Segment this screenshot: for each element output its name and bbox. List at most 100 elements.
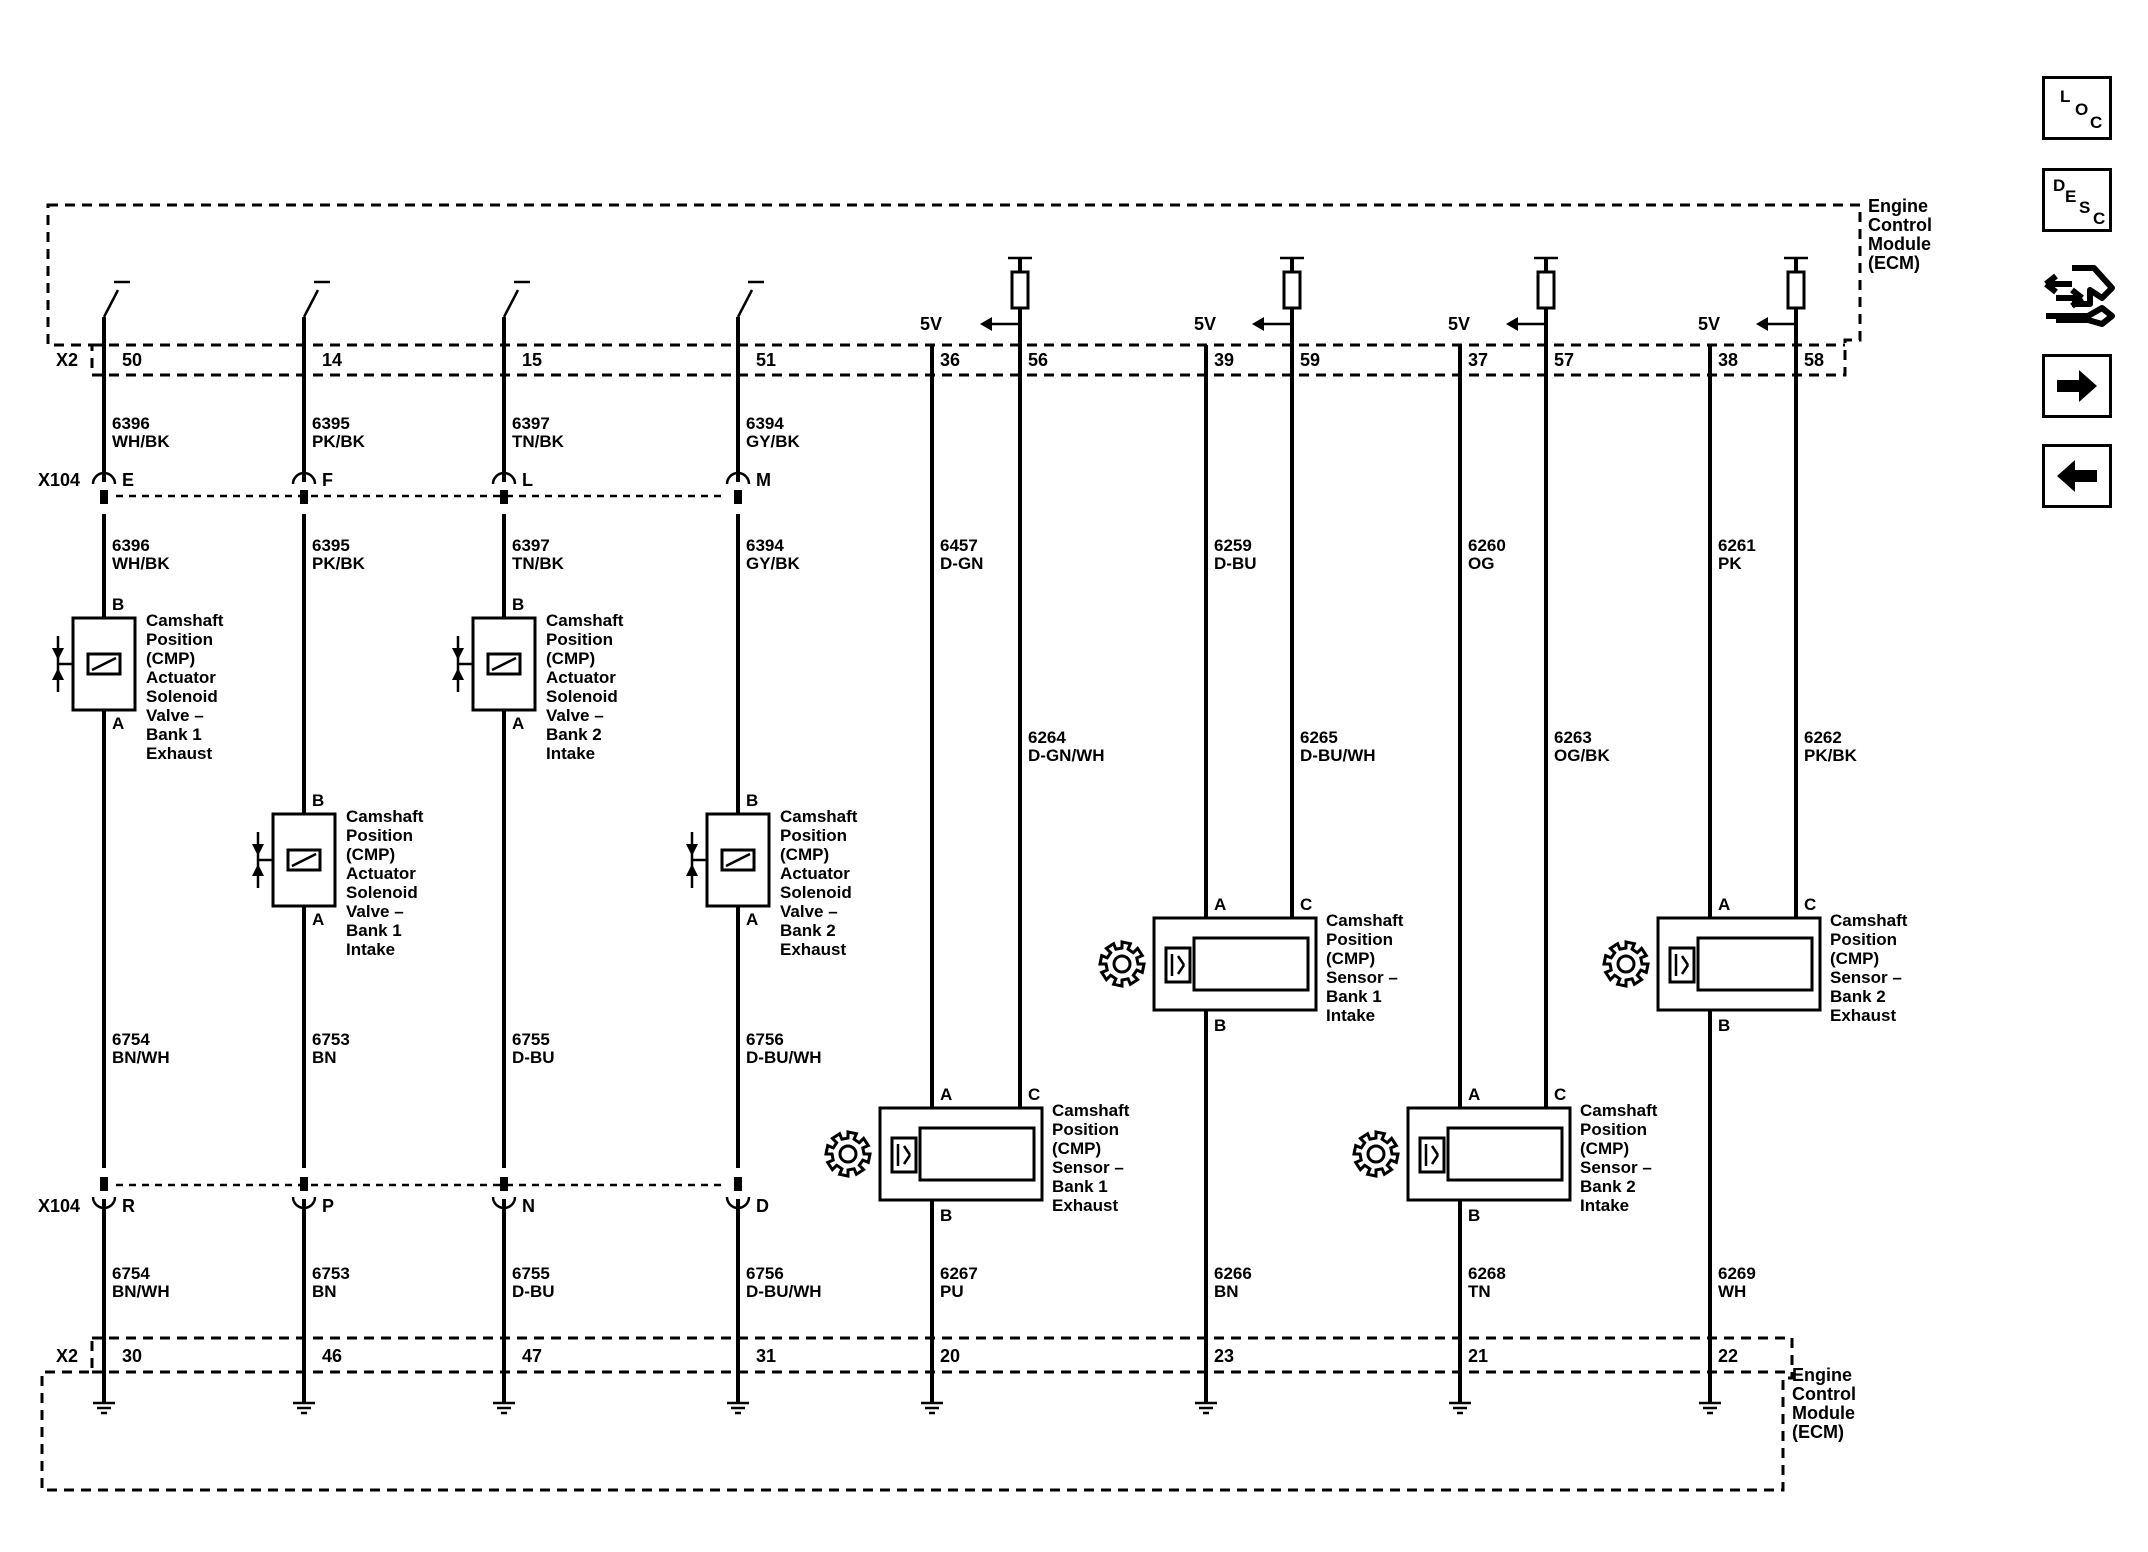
lower-wire-color: BN [312, 1048, 337, 1067]
previous-button[interactable] [2042, 444, 2112, 508]
ecm-bottom-pin-label: 46 [322, 1346, 342, 1366]
solenoid-label-line-6: Valve – [780, 902, 838, 921]
terminal-a-label: A [1214, 895, 1226, 914]
terminal-a-label: A [312, 910, 324, 929]
reference-pin-label: 36 [940, 350, 960, 370]
low-wire-color: TN [1468, 1282, 1491, 1301]
solenoid-label-line-8: Exhaust [780, 940, 846, 959]
switch-contact [302, 289, 320, 318]
x104-top-pin-label: L [522, 470, 533, 490]
solenoid-label-line-8: Intake [546, 744, 595, 763]
loc-button[interactable]: L O C [2042, 76, 2112, 140]
solenoid-label-line-5: Solenoid [546, 687, 618, 706]
upper-wire-color: WH/BK [112, 432, 170, 451]
previous-arrow-icon [2057, 460, 2097, 492]
solenoid-label-line-4: Actuator [146, 668, 216, 687]
ecm-bottom-pin-label: 20 [940, 1346, 960, 1366]
next-button[interactable] [2042, 354, 2112, 418]
lower-wire-number-2: 6755 [512, 1264, 550, 1283]
terminal-b-label: B [312, 791, 324, 810]
x104-bottom-terminal [91, 1177, 117, 1210]
low-wire-number: 6266 [1214, 1264, 1252, 1283]
ecm-top-boundary [46, 203, 1862, 377]
lower-wire-color-2: D-BU/WH [746, 1282, 822, 1301]
switch-contact [502, 289, 520, 318]
sensor-label-line-4: Sensor – [1580, 1158, 1652, 1177]
signal-wire-number: 6263 [1554, 728, 1592, 747]
sensor-label-line-6: Intake [1326, 1006, 1375, 1025]
solenoid-label-line-2: Position [346, 826, 413, 845]
terminal-b-label: B [512, 595, 524, 614]
upper-wire-color: GY/BK [746, 432, 801, 451]
ground-symbol [921, 1385, 943, 1415]
reluctor-gear-icon [824, 1130, 872, 1178]
low-wire-color: BN [1214, 1282, 1239, 1301]
pullup-resistor [1536, 270, 1556, 310]
reference-pin-label: 38 [1718, 350, 1738, 370]
upper-wire-color-2: PK/BK [312, 554, 366, 573]
upper-wire-number-2: 6394 [746, 536, 784, 555]
loc-icon-letter-l: L [2060, 87, 2071, 106]
ground-symbol [1195, 1385, 1217, 1415]
upper-wire-color-2: GY/BK [746, 554, 801, 573]
upper-wire-number: 6396 [112, 414, 150, 433]
x104-bottom-terminal [491, 1177, 517, 1210]
connector-x2-top: X2 [56, 350, 78, 370]
x104-bottom-pin-label: P [322, 1196, 334, 1216]
reference-wire-number: 6260 [1468, 536, 1506, 555]
ecm-bottom-label-1: Engine [1792, 1365, 1852, 1385]
sensor-label-line-5: Bank 1 [1052, 1177, 1108, 1196]
x104-bottom-pin-label: N [522, 1196, 535, 1216]
terminal-b-label: B [746, 791, 758, 810]
desc-icon-letter-d: D [2053, 176, 2066, 195]
upper-wire-number: 6394 [746, 414, 784, 433]
ecm-bottom-pin-label: 22 [1718, 1346, 1738, 1366]
terminal-c-label: C [1554, 1085, 1566, 1104]
signal-wire-color: D-GN/WH [1028, 746, 1104, 765]
next-arrow-icon [2057, 370, 2097, 402]
sensor-label-line-5: Bank 2 [1830, 987, 1886, 1006]
solenoid-label-line-4: Actuator [346, 864, 416, 883]
terminal-a-label: A [1718, 895, 1730, 914]
lower-wire-number: 6754 [112, 1030, 150, 1049]
sensor-label-line-3: (CMP) [1830, 949, 1879, 968]
solenoid-label-line-7: Bank 2 [546, 725, 602, 744]
sensor-element [1192, 936, 1310, 992]
x104-bottom-terminal [725, 1177, 751, 1210]
sensor-label-line-1: Camshaft [1580, 1101, 1658, 1120]
ecm-top-label-3: Module [1868, 234, 1931, 254]
solenoid-label-line-2: Position [780, 826, 847, 845]
upper-wire-color-2: TN/BK [512, 554, 565, 573]
pullup-resistor [1786, 270, 1806, 310]
solenoid-label-line-6: Valve – [146, 706, 204, 725]
solenoid-label-line-4: Actuator [780, 864, 850, 883]
sensor-label-line-3: (CMP) [1580, 1139, 1629, 1158]
solenoid-label-line-6: Valve – [346, 902, 404, 921]
terminal-c-label: C [1804, 895, 1816, 914]
terminal-a-label: A [1468, 1085, 1480, 1104]
solenoid-label-line-7: Bank 1 [346, 921, 402, 940]
signal-pin-label: 59 [1300, 350, 1320, 370]
reluctor-gear-icon [1352, 1130, 1400, 1178]
ecm-pin-label: 15 [522, 350, 542, 370]
terminal-b-label: B [1718, 1016, 1730, 1035]
loc-icon-letter-o: O [2075, 100, 2089, 119]
solenoid-label-line-3: (CMP) [780, 845, 829, 864]
desc-button[interactable]: D E S C [2042, 168, 2112, 232]
upper-wire-color-2: WH/BK [112, 554, 170, 573]
solenoid-label-line-5: Solenoid [780, 883, 852, 902]
ecm-bottom-pin-label: 47 [522, 1346, 542, 1366]
signal-wire-color: OG/BK [1554, 746, 1610, 765]
x104-top-pin-label: F [322, 470, 333, 490]
connector-tool-button[interactable] [2042, 258, 2116, 332]
signal-wire-color: PK/BK [1804, 746, 1858, 765]
pullup-resistor [1282, 270, 1302, 310]
upper-wire-number: 6395 [312, 414, 350, 433]
terminal-b-label: B [112, 595, 124, 614]
connector-tool-icon [2044, 265, 2115, 327]
lower-wire-color: D-BU [512, 1048, 555, 1067]
signal-wire-number: 6265 [1300, 728, 1338, 747]
pullup-resistor [1010, 270, 1030, 310]
